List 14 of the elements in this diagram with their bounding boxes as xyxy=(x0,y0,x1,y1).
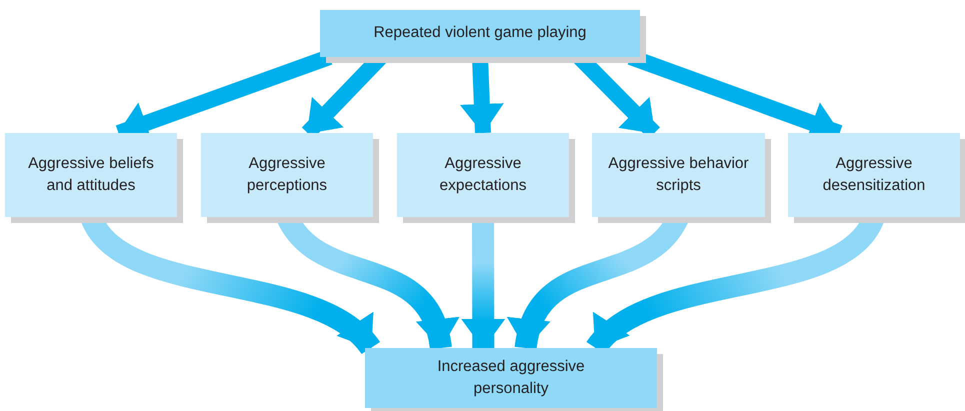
process-box xyxy=(320,10,640,57)
process-box xyxy=(397,133,569,217)
process-box xyxy=(201,133,373,217)
process-box xyxy=(592,133,765,217)
process-box xyxy=(788,133,960,217)
process-box xyxy=(5,133,177,217)
box-label: Aggressive beliefs and attitudes xyxy=(27,154,155,196)
box-label: Aggressive expectations xyxy=(438,154,528,196)
box-label: Repeated violent game playing xyxy=(372,23,588,44)
box-label: Aggressive perceptions xyxy=(246,154,328,196)
box-label: Aggressive desensitization xyxy=(822,154,926,196)
box-label: Increased aggressive personality xyxy=(436,356,586,399)
box-label: Aggressive behavior scripts xyxy=(607,154,750,196)
process-box xyxy=(365,348,657,408)
